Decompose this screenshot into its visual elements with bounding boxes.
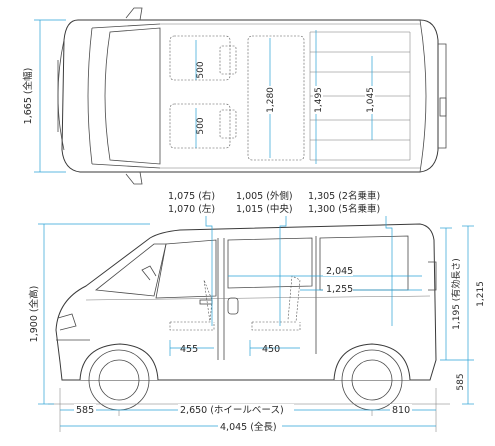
height-outer-label: 1,005 (外側): [236, 190, 293, 202]
height-center-label: 1,015 (中央): [236, 203, 293, 215]
top-view: 1,665 (全幅) 500 500 1,280 1,495 1,045: [22, 7, 447, 185]
cargo-height-1195-label: 1,195 (有効長さ): [450, 258, 462, 330]
front-seat-depth-label: 455: [180, 344, 198, 355]
headroom-right-label: 1,075 (右): [168, 190, 215, 202]
side-view: 2,045 1,255 455 450 1,900 (全高) 1,195 (有効…: [28, 216, 486, 433]
headroom-left-label: 1,070 (左): [168, 203, 215, 215]
wheelbase-label: 2,650 (ホイールベース): [180, 405, 284, 416]
cargo-width-1495-label: 1,495: [314, 87, 324, 113]
cargo-length-2045-label: 2,045: [326, 266, 353, 277]
cargo-length-1255-label: 1,255: [326, 284, 353, 295]
cargo-width-1045-label: 1,045: [366, 87, 376, 113]
cargo-width-1280-label: 1,280: [266, 87, 276, 113]
front-seat-upper-width-label: 500: [196, 61, 206, 78]
front-overhang-label: 585: [76, 405, 94, 416]
floor-height-585-label: 585: [456, 373, 466, 390]
length-2seat-label: 1,305 (2名乗車): [308, 190, 380, 202]
rear-height-1215-label: 1,215: [476, 281, 486, 307]
rear-overhang-label: 810: [392, 405, 410, 416]
second-seat-depth-label: 450: [262, 344, 280, 355]
overall-length-label: 4,045 (全長): [220, 421, 277, 433]
overall-width-label: 1,665 (全幅): [22, 68, 34, 125]
front-seat-lower-width-label: 500: [196, 117, 206, 134]
length-5seat-label: 1,300 (5名乗車): [308, 203, 380, 215]
side-view-top-labels: 1,075 (右) 1,070 (左) 1,005 (外側) 1,015 (中央…: [168, 190, 380, 215]
overall-height-label: 1,900 (全高): [28, 286, 40, 343]
